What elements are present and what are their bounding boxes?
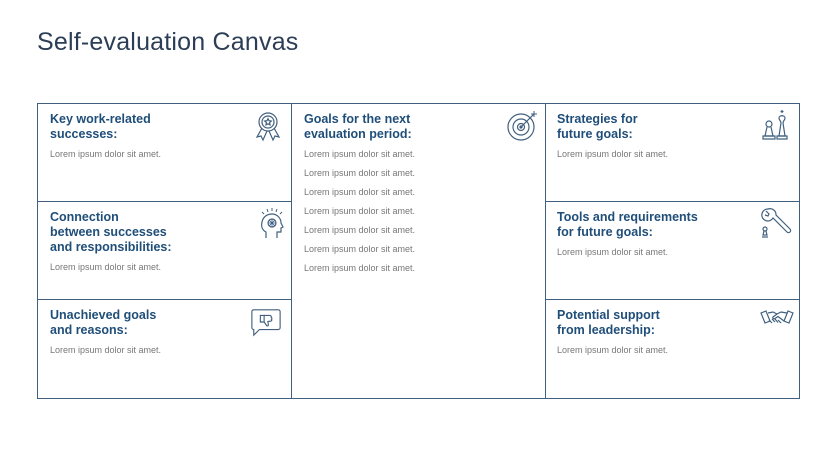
cell-strategies: Strategies for future goals: Lorem ipsum… [546, 104, 800, 202]
cell-heading: Potential support from leadership: [557, 308, 660, 337]
cell-text: Lorem ipsum dolor sit amet. [557, 345, 669, 355]
cell-text: Lorem ipsum dolor sit amet. [50, 345, 162, 355]
award-ribbon-icon [252, 110, 284, 142]
cell-tools: Tools and requirements for future goals:… [546, 202, 800, 300]
page-title: Self-evaluation Canvas [37, 28, 299, 56]
divider [545, 104, 546, 398]
handshake-icon [760, 302, 794, 334]
cell-key-successes: Key work-related successes: Lorem ipsum … [38, 104, 292, 202]
cell-text: Lorem ipsum dolor sit amet. [557, 149, 669, 159]
cell-heading: Connection between successes and respons… [50, 210, 172, 254]
target-icon [506, 110, 538, 142]
list-item: Lorem ipsum dolor sit amet. [304, 168, 416, 178]
cell-text-list: Lorem ipsum dolor sit amet. Lorem ipsum … [304, 145, 415, 278]
brain-head-icon [256, 208, 288, 240]
canvas-grid: Key work-related successes: Lorem ipsum … [37, 103, 800, 399]
chess-pieces-icon [760, 109, 792, 141]
list-item: Lorem ipsum dolor sit amet. [304, 263, 416, 273]
cell-unachieved: Unachieved goals and reasons: Lorem ipsu… [38, 300, 292, 399]
cell-heading: Goals for the next evaluation period: [304, 112, 412, 141]
list-item: Lorem ipsum dolor sit amet. [304, 225, 416, 235]
cell-heading: Tools and requirements for future goals: [557, 210, 698, 239]
cell-text: Lorem ipsum dolor sit amet. [50, 262, 162, 272]
cell-connection: Connection between successes and respons… [38, 202, 292, 300]
divider [291, 104, 292, 398]
list-item: Lorem ipsum dolor sit amet. [304, 206, 416, 216]
cell-text: Lorem ipsum dolor sit amet. [557, 247, 669, 257]
cell-support: Potential support from leadership: Lorem… [546, 300, 800, 399]
cell-heading: Key work-related successes: [50, 112, 151, 141]
divider [38, 299, 292, 300]
list-item: Lorem ipsum dolor sit amet. [304, 244, 416, 254]
divider [38, 201, 292, 202]
cell-heading: Unachieved goals and reasons: [50, 308, 157, 337]
wrench-icon [760, 207, 792, 239]
list-item: Lorem ipsum dolor sit amet. [304, 187, 416, 197]
cell-heading: Strategies for future goals: [557, 112, 638, 141]
divider [545, 201, 800, 202]
cell-goals-next: Goals for the next evaluation period: Lo… [292, 104, 545, 398]
thumbs-down-bubble-icon [250, 306, 282, 338]
divider [545, 299, 800, 300]
cell-text: Lorem ipsum dolor sit amet. [50, 149, 162, 159]
list-item: Lorem ipsum dolor sit amet. [304, 149, 416, 159]
